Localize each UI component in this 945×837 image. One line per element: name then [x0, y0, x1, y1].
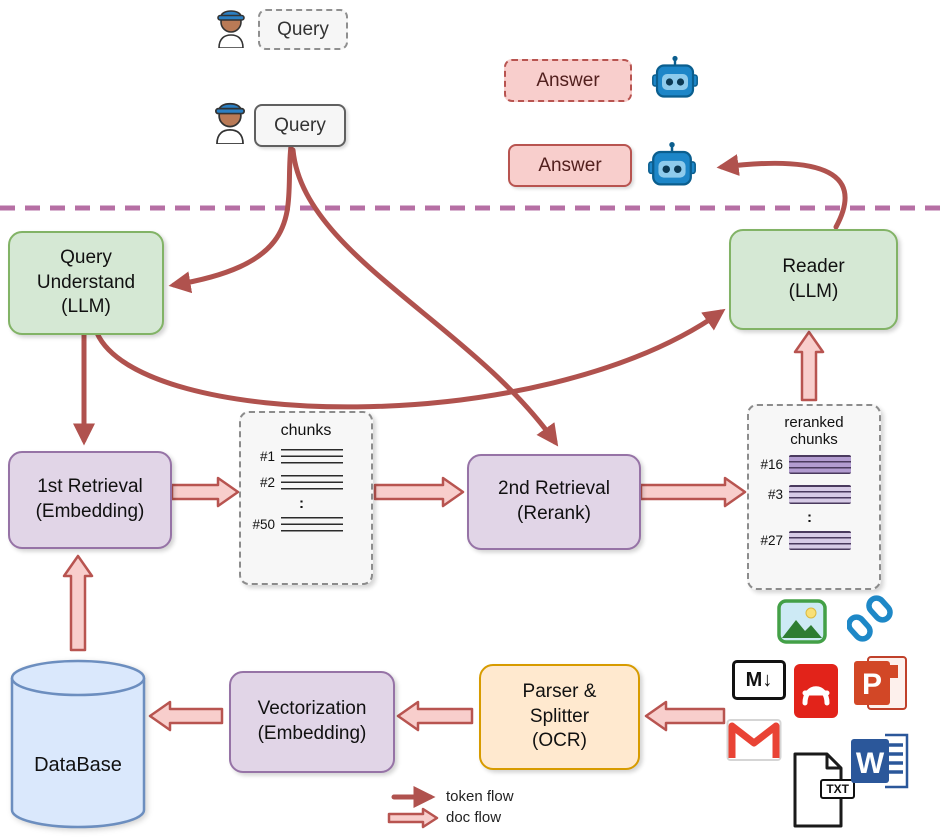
parser-splitter-label: Parser & Splitter (OCR): [522, 680, 597, 752]
arrow-reader-to-answer: [716, 154, 848, 230]
reranked-chunk-row: #27: [753, 531, 879, 551]
powerpoint-letter: P: [862, 668, 882, 701]
chunk-rank-label: #50: [252, 517, 275, 533]
reranked-chunk-row: #16: [753, 454, 879, 474]
chunk-row: #50: [245, 517, 371, 533]
image-icon: [777, 599, 827, 644]
parser-splitter-node: Parser & Splitter (OCR): [479, 664, 640, 770]
docarrow-first-to-chunks: [170, 476, 240, 508]
gmail-icon: [726, 716, 782, 764]
robot-icon: [652, 54, 698, 100]
word-icon: W: [849, 731, 911, 791]
reader-label: Reader (LLM): [782, 255, 845, 302]
query-solid-box: Query: [254, 104, 346, 147]
docarrow-vectorization-to-database: [148, 700, 224, 732]
database-label: DataBase: [34, 754, 122, 776]
chunk-rank-label: #2: [259, 474, 275, 490]
chunk-row: #2: [245, 474, 371, 490]
query-dashed-label: Query: [277, 18, 329, 40]
legend-doc-flow-label: doc flow: [446, 809, 502, 826]
first-retrieval-node: 1st Retrieval (Embedding): [8, 451, 172, 549]
chunk-text-lines: [281, 474, 343, 490]
vectorization-label: Vectorization (Embedding): [257, 698, 367, 744]
markdown-label: M↓: [745, 668, 773, 691]
chunks-ellipsis: :: [299, 494, 304, 512]
chunk-rank-label: #16: [760, 456, 783, 472]
arrow-query-to-second-retrieval: [290, 147, 559, 447]
chunk-text-lines-highlighted: [789, 454, 851, 474]
user-icon: [208, 94, 252, 144]
reader-node: Reader (LLM): [729, 229, 898, 330]
chunk-rank-label: #27: [760, 533, 783, 549]
chunk-row: #1: [245, 448, 371, 464]
powerpoint-icon: P: [852, 651, 908, 715]
txt-file-icon: TXT: [787, 751, 855, 829]
chunk-text-lines: [281, 448, 343, 464]
reranked-chunks-title: reranked chunks: [784, 414, 844, 448]
legend-doc-flow-arrow: [387, 807, 439, 829]
chunks-title: chunks: [280, 422, 332, 439]
answer-dashed-label: Answer: [536, 69, 600, 91]
word-letter: W: [856, 747, 885, 780]
second-retrieval-node: 2nd Retrieval (Rerank): [467, 454, 641, 550]
chunks-box: chunks #1 #2 : #50: [239, 411, 373, 585]
answer-solid-label: Answer: [538, 154, 602, 176]
chunk-text-lines-highlighted: [789, 531, 851, 551]
chunk-rank-label: #3: [767, 486, 783, 502]
arrow-query-to-understand: [168, 143, 294, 294]
chunk-text-lines: [281, 517, 343, 533]
query-dashed-box: Query: [258, 9, 348, 50]
first-retrieval-label: 1st Retrieval (Embedding): [35, 476, 145, 522]
docarrow-database-to-first: [62, 554, 94, 652]
docarrow-files-to-parser: [644, 700, 726, 732]
markdown-icon: M↓: [732, 660, 786, 700]
legend-token-flow-label: token flow: [446, 788, 514, 805]
txt-label: TXT: [820, 779, 855, 799]
answer-dashed-box: Answer: [504, 59, 632, 102]
robot-icon: [648, 139, 696, 189]
query-understand-label: Query Understand (LLM): [36, 246, 136, 318]
user-icon: [210, 2, 252, 48]
query-understand-node: Query Understand (LLM): [8, 231, 164, 335]
answer-solid-box: Answer: [508, 144, 632, 187]
docarrow-chunks-to-second: [373, 476, 465, 508]
docarrow-reranked-to-reader: [793, 330, 825, 402]
arrow-understand-to-reader: [94, 308, 726, 410]
reranked-ellipsis: :: [807, 508, 812, 526]
query-solid-label: Query: [274, 114, 326, 136]
second-retrieval-label: 2nd Retrieval (Rerank): [498, 478, 610, 524]
pdf-icon: [791, 662, 841, 720]
docarrow-second-to-reranked: [639, 476, 747, 508]
link-icon: [847, 592, 893, 644]
chunk-rank-label: #1: [259, 448, 275, 464]
reranked-chunks-box: reranked chunks #16 #3 : #27: [747, 404, 881, 590]
docarrow-parser-to-vectorization: [396, 700, 474, 732]
vectorization-node: Vectorization (Embedding): [229, 671, 395, 773]
chunk-text-lines-highlighted: [789, 484, 851, 504]
reranked-chunk-row: #3: [753, 484, 879, 504]
database-node: DataBase: [8, 658, 148, 832]
